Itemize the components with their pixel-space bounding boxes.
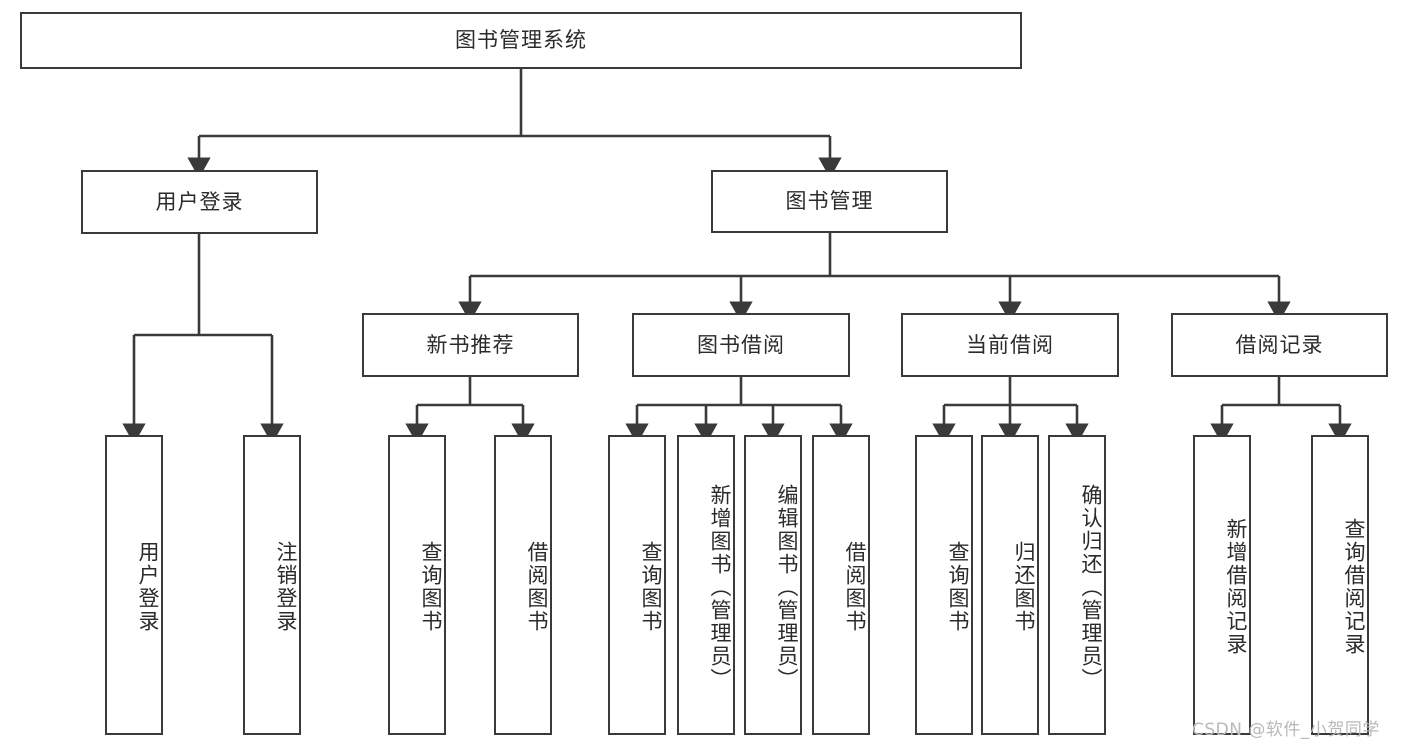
leaf-add-borrow-record[interactable]: 新增借阅记录 <box>1193 435 1251 735</box>
leaf-edit-book-admin[interactable]: 编辑图书（管理员） <box>744 435 802 735</box>
leaf-user-login[interactable]: 用户登录 <box>105 435 163 735</box>
leaf-logout-login[interactable]: 注销登录 <box>243 435 301 735</box>
leaf-confirm-return-admin[interactable]: 确认归还（管理员） <box>1048 435 1106 735</box>
leaf-query-book-current[interactable]: 查询图书 <box>915 435 973 735</box>
node-root[interactable]: 图书管理系统 <box>20 12 1022 69</box>
node-user-login[interactable]: 用户登录 <box>81 170 318 234</box>
leaf-query-borrow-record[interactable]: 查询借阅记录 <box>1311 435 1369 735</box>
node-book-management[interactable]: 图书管理 <box>711 170 948 233</box>
leaf-add-book-admin[interactable]: 新增图书（管理员） <box>677 435 735 735</box>
watermark-text: CSDN @软件_小贺同学 <box>1192 720 1380 740</box>
node-current-borrow[interactable]: 当前借阅 <box>901 313 1119 377</box>
leaf-query-book-borrow[interactable]: 查询图书 <box>608 435 666 735</box>
leaf-query-book-recommend[interactable]: 查询图书 <box>388 435 446 735</box>
node-borrow-record[interactable]: 借阅记录 <box>1171 313 1388 377</box>
leaf-borrow-book[interactable]: 借阅图书 <box>812 435 870 735</box>
node-new-book-recommend[interactable]: 新书推荐 <box>362 313 579 377</box>
leaf-return-book[interactable]: 归还图书 <box>981 435 1039 735</box>
leaf-borrow-book-recommend[interactable]: 借阅图书 <box>494 435 552 735</box>
node-book-borrow[interactable]: 图书借阅 <box>632 313 850 377</box>
